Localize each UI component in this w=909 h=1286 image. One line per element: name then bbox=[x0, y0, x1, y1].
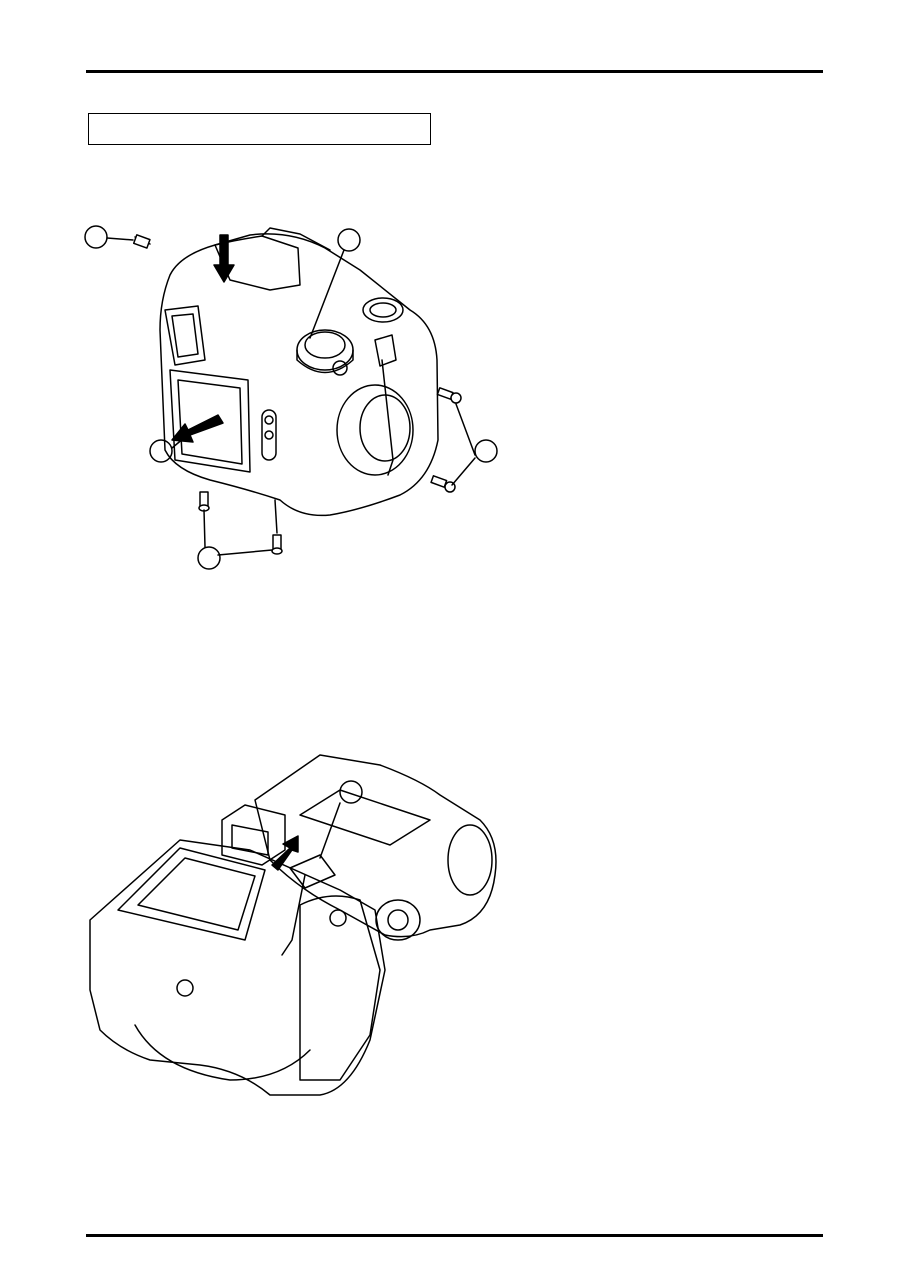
eyepiece bbox=[164, 305, 206, 366]
callout-circle-side-screws bbox=[474, 439, 498, 463]
camera-rear-disassembly-figure bbox=[84, 225, 498, 570]
callout-circle-rear-cover bbox=[149, 439, 173, 463]
screw-side-upper-icon bbox=[436, 387, 462, 404]
camera-main-body bbox=[89, 839, 386, 1096]
section-title-box bbox=[88, 113, 431, 145]
press-down-arrow-icon bbox=[213, 234, 235, 283]
screw-bottom-left-icon bbox=[198, 491, 210, 512]
header-rule bbox=[86, 70, 823, 73]
screw-bottom-right-icon bbox=[271, 534, 283, 555]
screw-side-lower-icon bbox=[430, 475, 456, 493]
callout-circle-bottom-screws bbox=[197, 546, 221, 570]
rear-cover-shell bbox=[254, 754, 497, 938]
screw-top-icon bbox=[132, 234, 151, 249]
lens-barrel bbox=[336, 384, 414, 476]
callout-circle-ribbon-cable bbox=[339, 780, 363, 804]
callout-circle-dial bbox=[337, 228, 361, 252]
section-title bbox=[89, 121, 97, 137]
camera-body-outline bbox=[159, 233, 439, 517]
pull-out-arrow-icon bbox=[171, 414, 224, 443]
lcd-module bbox=[117, 847, 266, 941]
callout-circle-screw-top bbox=[84, 225, 108, 249]
lcd-screen bbox=[169, 369, 251, 473]
ribbon-cable bbox=[289, 854, 336, 889]
mode-dial bbox=[296, 329, 354, 371]
footer-rule bbox=[86, 1234, 823, 1237]
insert-arrow-icon bbox=[271, 835, 299, 871]
camera-opened-body-figure bbox=[89, 754, 497, 1096]
viewfinder-block bbox=[221, 804, 286, 866]
